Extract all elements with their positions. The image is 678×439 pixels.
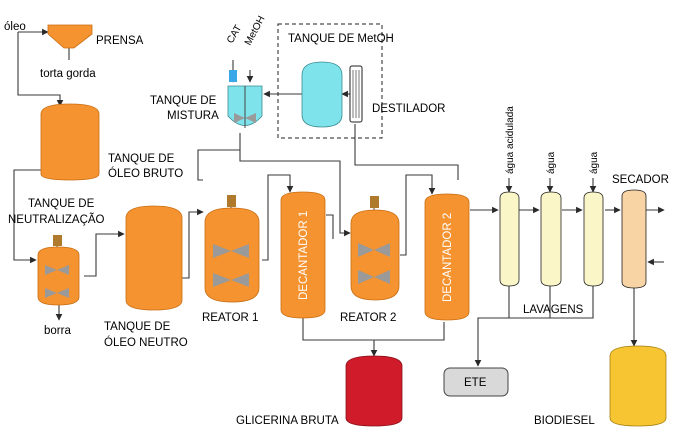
label-reactor1: REATOR 1 (202, 312, 258, 324)
reactor1-impeller-top (213, 244, 249, 258)
still-return-line (354, 124, 459, 180)
reactor1-impeller-bottom (213, 273, 249, 287)
label-neutralization-1: TANQUE DE (28, 198, 95, 210)
label-acid-water: água acidulada (505, 106, 516, 174)
label-meoh-input: MetOH (243, 14, 268, 47)
label-raw-tank-2: ÓLEO BRUTO (108, 167, 183, 180)
neutralization-impeller-bottom (45, 288, 69, 298)
label-decanter1: DECANTADOR 1 (298, 211, 310, 300)
raw-oil-tank (40, 103, 100, 181)
neutralization-to-neutral-tank-pipe (84, 230, 125, 277)
ete-box (443, 367, 509, 397)
label-methanol-tank: TANQUE DE MetOH (288, 33, 394, 45)
press-funnel (47, 24, 93, 49)
label-reactor2: REATOR 2 (340, 312, 396, 324)
label-cat: CAT (225, 23, 244, 45)
label-prensa: PRENSA (96, 35, 144, 47)
neutralization-impeller-top (45, 265, 69, 275)
reactor2-motor (370, 196, 379, 208)
label-neutral-tank-2: ÓLEO NEUTRO (104, 336, 188, 349)
neutralization-motor (53, 235, 62, 246)
reactor2-to-decanter2-pipe (400, 174, 436, 256)
label-distiller: DESTILADOR (372, 103, 446, 115)
neutral-to-reactor1-pipe (182, 208, 204, 279)
reactor2-impeller-top (358, 243, 390, 257)
wash-column-2 (540, 191, 562, 287)
label-mixing-2: MISTURA (167, 110, 219, 122)
label-ete: ETE (464, 377, 487, 389)
raw-to-neutralization-pipe (13, 169, 41, 264)
mixer-to-reactor2-pipe (239, 150, 351, 237)
decanter1-vessel (280, 191, 326, 319)
dryer-column (621, 189, 647, 289)
label-neutral-tank-1: TANQUE DE (104, 321, 171, 333)
wash-column-1 (499, 191, 520, 287)
label-biodiesel: BIODIESEL (534, 415, 595, 427)
cat-dosing-box (229, 70, 237, 82)
neutralization-tank (37, 246, 80, 306)
wash-to-ete-pipe (474, 286, 594, 367)
wash-column-3 (583, 191, 604, 287)
label-crude-glycerin: GLICERINA BRUTA (236, 415, 339, 427)
label-dryer: SECADOR (612, 174, 669, 186)
biodiesel-tank (609, 345, 667, 427)
methanol-tank (301, 61, 343, 128)
mixer-to-reactor1-line (197, 133, 241, 181)
label-mixing-1: TANQUE DE (150, 95, 217, 107)
crude-glycerin-tank (345, 355, 403, 427)
oil-to-raw-tank-pipe (17, 32, 64, 107)
label-torta-gorda: torta gorda (40, 68, 96, 80)
reactor1-motor (227, 195, 236, 207)
reactor2-impeller-bottom (358, 270, 390, 284)
decanter2-vessel (424, 193, 470, 321)
label-oleo: óleo (4, 21, 26, 33)
label-neutralization-2: NEUTRALIZAÇÃO (8, 213, 105, 226)
label-washes: LAVAGENS (523, 304, 584, 316)
neutral-oil-tank (125, 205, 183, 311)
label-water-2: água (589, 151, 600, 174)
methanol-recovery-box (277, 23, 383, 139)
mixing-impeller (234, 113, 256, 123)
decanter1-side (326, 214, 334, 239)
label-decanter2: DECANTADOR 2 (442, 213, 454, 302)
label-raw-tank-1: TANQUE DE (108, 153, 175, 165)
label-borra: borra (44, 325, 71, 337)
reactor1-to-decanter1-pipe (262, 174, 294, 261)
label-water-1: água (546, 151, 557, 174)
